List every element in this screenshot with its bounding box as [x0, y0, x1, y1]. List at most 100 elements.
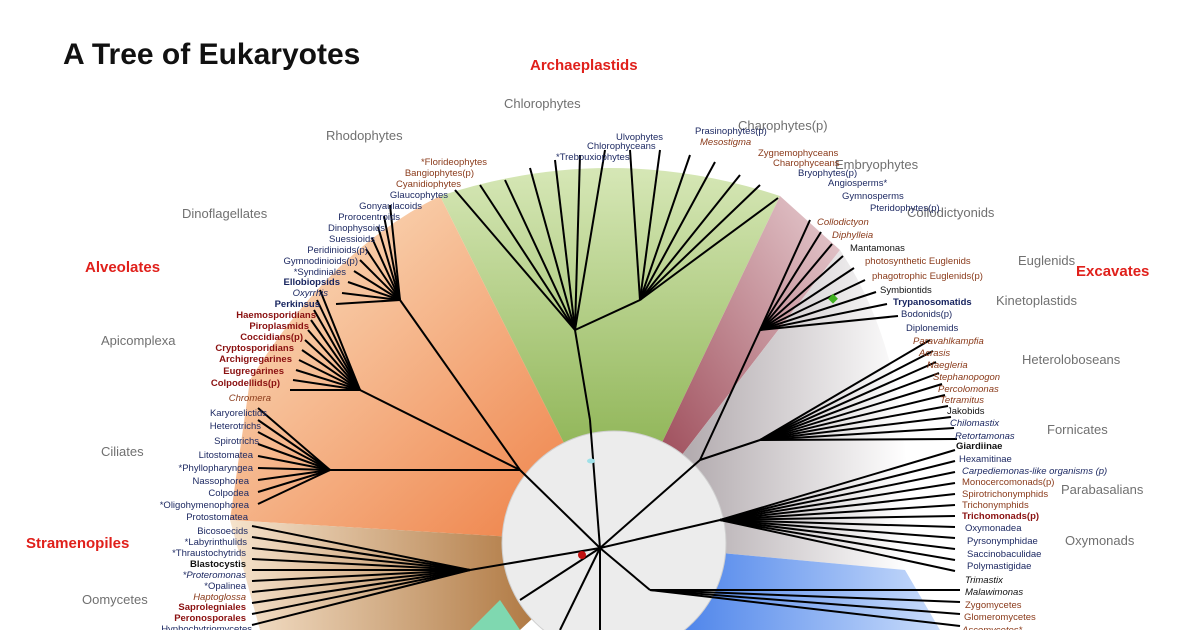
taxon-label: Oxymonadea	[965, 523, 1022, 534]
taxon-label: Charophyceans	[773, 158, 840, 169]
taxon-label: Haemosporidians	[236, 310, 316, 321]
branch	[554, 159, 576, 331]
branch	[504, 179, 576, 331]
branch	[257, 455, 331, 471]
taxon-label: Trichonymphids	[962, 500, 1029, 511]
taxon-label: Diplonemids	[906, 323, 959, 334]
taxon-label: Coccidians(p)	[240, 332, 303, 343]
taxon-label: *Syndiniales	[293, 267, 346, 278]
branch	[298, 359, 361, 391]
branch	[649, 589, 961, 615]
taxon-label: Ascomycetes*	[962, 625, 1022, 630]
branch	[759, 416, 952, 441]
group-collodictyonids: Collodictyonids	[907, 205, 995, 220]
branch	[639, 161, 716, 301]
taxon-label: Gymnodinioids(p)	[283, 256, 358, 267]
branch	[469, 547, 601, 571]
branch	[251, 569, 471, 593]
taxon-label: Prorocentroids	[338, 212, 400, 223]
branch	[759, 383, 943, 441]
group-fornicates: Fornicates	[1047, 422, 1108, 437]
branch	[574, 299, 641, 331]
branch	[310, 319, 361, 391]
branch	[759, 405, 949, 441]
branch	[257, 469, 331, 493]
branch	[719, 519, 956, 572]
taxon-label: Tetramitus	[940, 395, 984, 406]
taxon-label: Saccinobaculidae	[967, 549, 1042, 560]
branch	[251, 569, 471, 615]
branch	[759, 394, 946, 441]
supergroup-stramenopiles: Stramenopiles	[26, 535, 130, 552]
taxon-label: Cryptosporidians	[215, 343, 294, 354]
taxon-label: Bangiophytes(p)	[404, 168, 474, 179]
branch	[759, 372, 940, 441]
branch	[719, 519, 956, 528]
branch	[599, 547, 651, 591]
taxon-label: Peridinioids(p)	[307, 245, 368, 256]
node-marker	[828, 293, 838, 304]
taxon-label: Symbiontids	[880, 285, 932, 296]
branch	[257, 407, 331, 471]
taxon-label: Bodonids(p)	[901, 309, 953, 320]
taxon-label: Polymastigidae	[967, 561, 1032, 572]
taxon-label: Chromera	[228, 393, 271, 404]
branch	[295, 369, 361, 391]
taxon-label: Trimastix	[965, 575, 1003, 586]
branch	[699, 439, 761, 461]
taxon-label: Peronosporales	[174, 613, 246, 624]
branch	[347, 281, 401, 301]
branch	[719, 519, 956, 561]
branch	[519, 547, 601, 601]
taxon-label: Mesostigma	[700, 137, 752, 148]
branch	[574, 329, 591, 421]
branch	[251, 569, 471, 604]
taxon-label: Glaucophytes	[389, 190, 448, 201]
branch	[251, 525, 471, 571]
branch	[599, 519, 721, 549]
branch	[699, 329, 761, 461]
taxon-label: Diphylleia	[832, 230, 874, 241]
supergroup-archaeplastids: Archaeplastids	[530, 57, 638, 74]
amoebozoa-clade-fill	[470, 600, 520, 630]
group-rhodophytes: Rhodophytes	[326, 128, 403, 143]
group-parabasalians: Parabasalians	[1061, 482, 1144, 497]
branch	[759, 279, 866, 331]
group-ciliates: Ciliates	[101, 444, 144, 459]
branch	[759, 267, 855, 331]
taxon-label: Zygnemophyceans	[758, 148, 839, 159]
group-chlorophytes: Chlorophytes	[504, 96, 581, 111]
taxon-label: Perkinsus	[274, 299, 320, 310]
taxon-label: *Labyrinthulids	[184, 537, 247, 548]
branch	[719, 504, 956, 521]
taxon-label: Saprolegniales	[178, 602, 246, 613]
taxon-label: Gymnosperms	[842, 191, 904, 202]
taxon-label: Pteridophytes(p)	[870, 203, 940, 214]
taxon-label: Dinophysoids	[327, 223, 385, 234]
branch	[629, 149, 641, 301]
branch	[759, 315, 899, 331]
group-oxymonads: Oxymonads	[1065, 533, 1135, 548]
branch	[389, 204, 401, 301]
branch	[377, 226, 401, 301]
branch	[639, 197, 779, 301]
branch	[359, 389, 521, 471]
branch	[759, 303, 888, 331]
branch	[251, 569, 471, 626]
branch	[335, 299, 401, 305]
taxon-label: Protostomatea	[186, 512, 248, 523]
taxon-label: Mantamonas	[850, 243, 905, 254]
taxon-label: Bicosoecids	[197, 526, 248, 537]
taxon-label: Oxyrrhis	[292, 288, 328, 299]
archaeplastid-clade-fill	[440, 168, 780, 543]
node-marker	[587, 458, 595, 464]
branch	[719, 482, 956, 521]
branch	[719, 519, 956, 550]
taxon-label: Jakobids	[947, 406, 985, 417]
taxon-label: Chilomastix	[950, 418, 1000, 429]
taxon-label: Zygomycetes	[965, 600, 1022, 611]
taxon-label: Acrasis	[919, 348, 951, 359]
branch	[454, 189, 576, 331]
taxon-label: Giardiinae	[956, 441, 1003, 452]
branch	[257, 443, 331, 471]
